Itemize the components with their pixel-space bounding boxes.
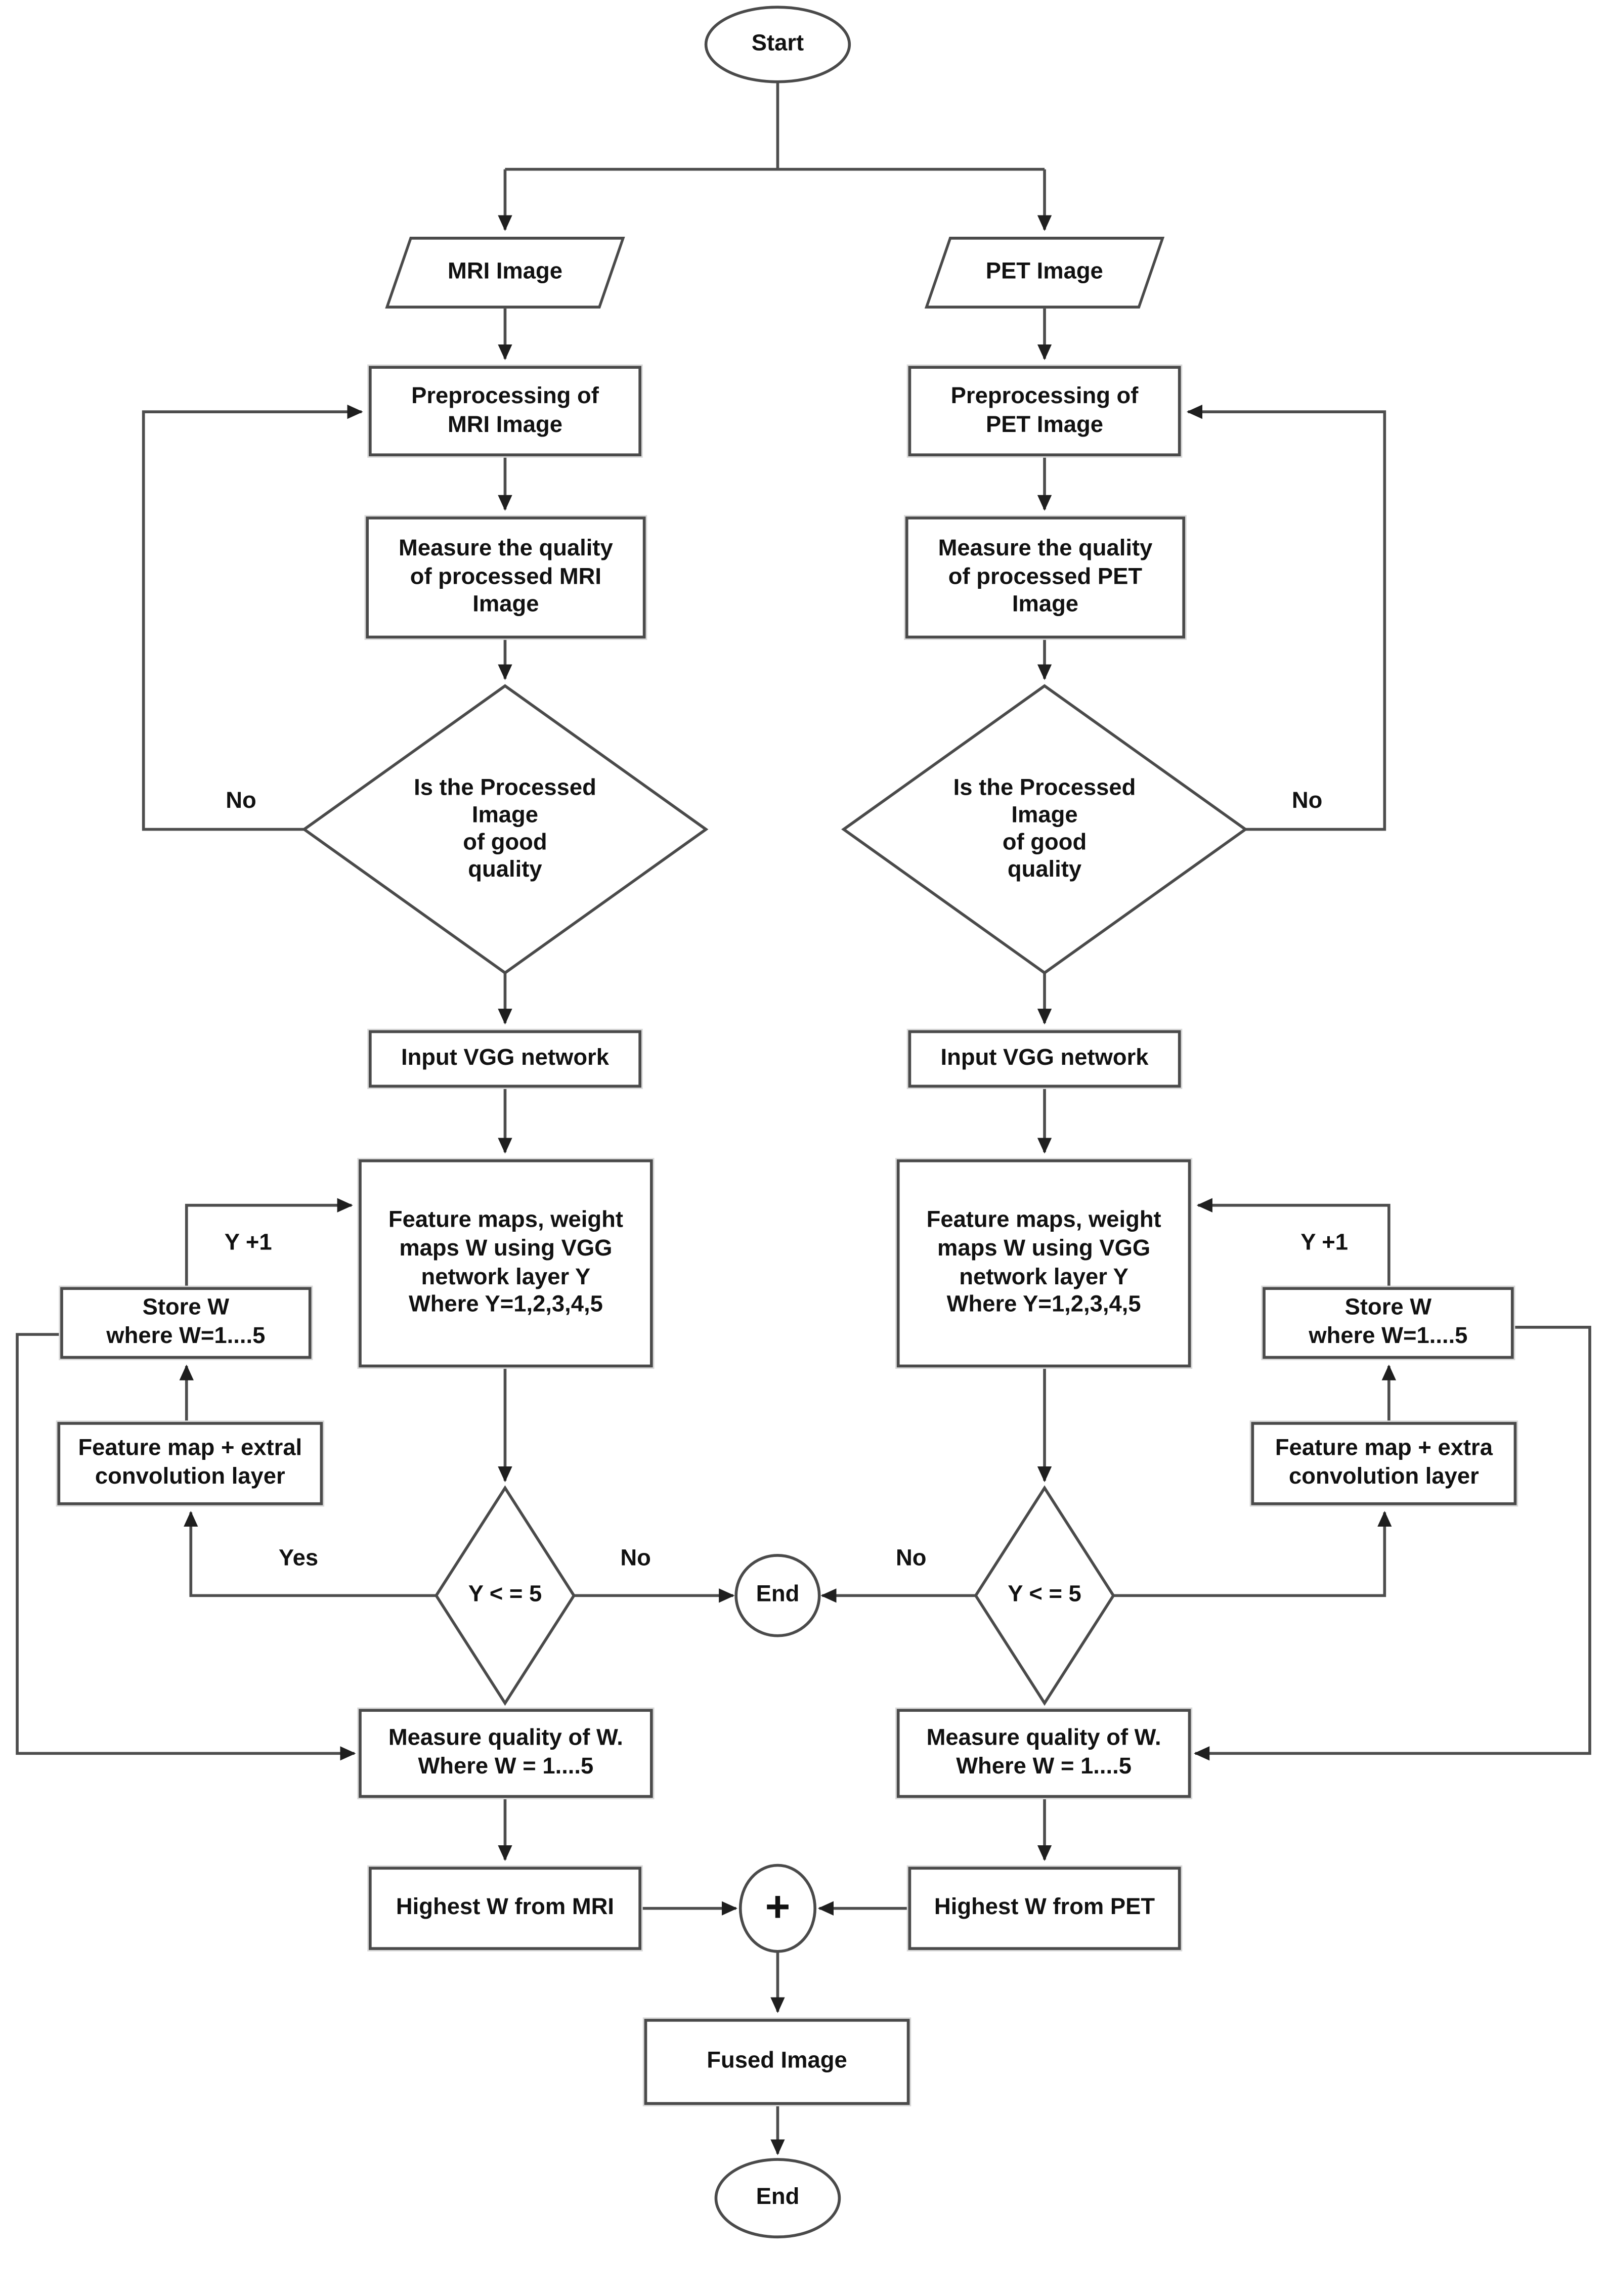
end-middle-shape bbox=[734, 1554, 821, 1637]
y-decision-pet-shape bbox=[974, 1485, 1115, 1706]
node-store-w-pet: Store W where W=1....5 bbox=[1263, 1287, 1514, 1359]
start-terminator-shape bbox=[704, 6, 851, 83]
node-end-middle-label: End bbox=[756, 1583, 800, 1608]
node-preprocess-pet: Preprocessing of PET Image bbox=[908, 366, 1181, 457]
end-bottom-shape bbox=[714, 2158, 841, 2239]
node-extra-conv-pet: Feature map + extra convolution layer bbox=[1251, 1422, 1517, 1505]
node-highest-w-pet: Highest W from PET bbox=[908, 1867, 1181, 1950]
node-measure-w-pet: Measure quality of W. Where W = 1....5 bbox=[896, 1709, 1191, 1798]
edge-label-no-end-mri: No bbox=[620, 1546, 651, 1572]
node-store-w-mri: Store W where W=1....5 bbox=[60, 1287, 312, 1359]
node-feature-maps-mri: Feature maps, weight maps W using VGG ne… bbox=[359, 1159, 653, 1368]
node-end-bottom-label: End bbox=[756, 2186, 800, 2211]
node-fusion-plus-label: + bbox=[765, 1884, 791, 1932]
node-feature-maps-pet: Feature maps, weight maps W using VGG ne… bbox=[896, 1159, 1191, 1368]
quality-decision-mri-shape bbox=[301, 684, 709, 975]
node-preprocess-mri: Preprocessing of MRI Image bbox=[369, 366, 641, 457]
node-y-decision-pet-label: Y < = 5 bbox=[1008, 1583, 1081, 1608]
node-highest-w-mri: Highest W from MRI bbox=[369, 1867, 641, 1950]
edge-label-yplus1-mri: Y +1 bbox=[224, 1231, 272, 1256]
edge-label-no-loop-pet: No bbox=[1291, 789, 1323, 814]
node-extra-conv-mri: Feature map + extral convolution layer bbox=[57, 1422, 323, 1505]
node-measure-pet: Measure the quality of processed PET Ima… bbox=[905, 516, 1186, 639]
edge-yplus1-pet bbox=[1196, 1198, 1391, 1287]
node-measure-w-mri: Measure quality of W. Where W = 1....5 bbox=[359, 1709, 653, 1798]
fusion-plus-shape bbox=[739, 1864, 817, 1953]
node-start-label: Start bbox=[751, 32, 804, 57]
node-measure-mri: Measure the quality of processed MRI Ima… bbox=[366, 516, 646, 639]
edge-no-loop-mri bbox=[142, 404, 363, 831]
edge-yes-pet bbox=[1113, 1510, 1392, 1597]
node-quality-decision-mri-label: Is the Processed Image of good quality bbox=[414, 775, 596, 883]
node-pet-input: PET Image bbox=[924, 237, 1165, 309]
node-fused-image: Fused Image bbox=[644, 2019, 910, 2105]
node-input-vgg-mri: Input VGG network bbox=[369, 1030, 641, 1088]
edge-label-yes-mri: Yes bbox=[278, 1546, 319, 1572]
node-quality-decision-pet-label: Is the Processed Image of good quality bbox=[953, 775, 1136, 883]
quality-decision-pet-shape bbox=[841, 684, 1248, 975]
edge-no-loop-pet bbox=[1186, 404, 1386, 831]
edge-rail-pet bbox=[1194, 1326, 1591, 1761]
node-input-vgg-pet: Input VGG network bbox=[908, 1030, 1181, 1088]
edge-label-no-end-pet: No bbox=[895, 1546, 927, 1572]
node-y-decision-mri-label: Y < = 5 bbox=[468, 1583, 542, 1608]
edge-yplus1-mri bbox=[185, 1198, 353, 1287]
edge-rail-mri bbox=[16, 1333, 356, 1761]
node-pet-input-label: PET Image bbox=[986, 259, 1104, 284]
edge-label-no-loop-mri: No bbox=[226, 789, 256, 814]
edge-yes-mri bbox=[184, 1510, 437, 1597]
node-mri-input: MRI Image bbox=[385, 237, 625, 309]
node-mri-input-label: MRI Image bbox=[447, 259, 562, 284]
y-decision-mri-shape bbox=[434, 1485, 576, 1706]
edge-label-yplus1-pet: Y +1 bbox=[1300, 1231, 1349, 1256]
